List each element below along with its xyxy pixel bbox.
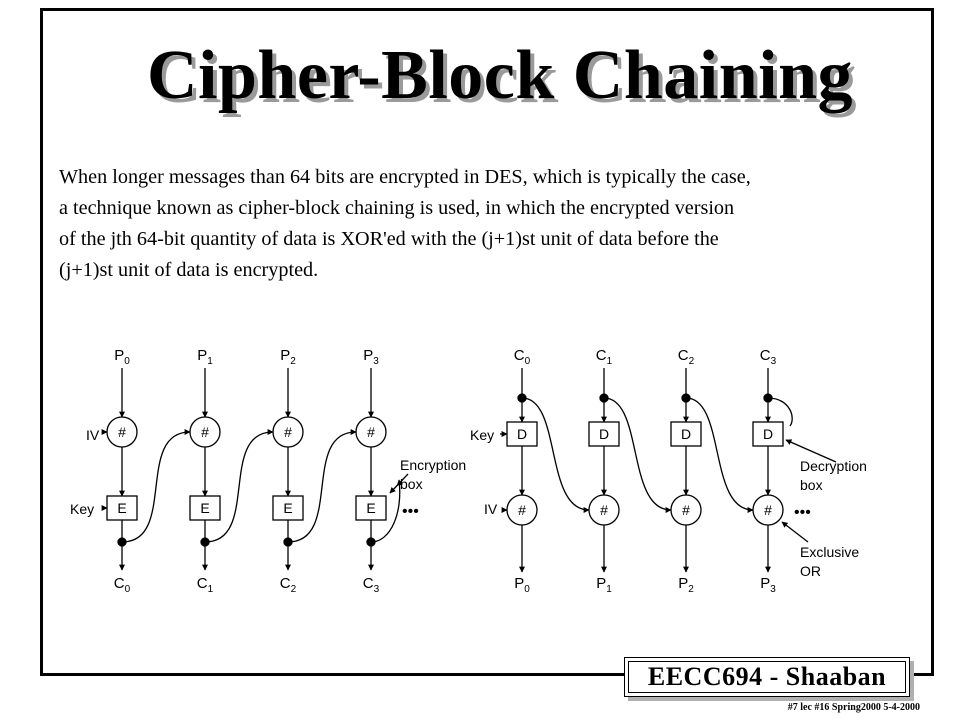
callout-line: Decryption (800, 458, 867, 474)
chaining-arrow (121, 429, 191, 543)
decryption-box (588, 421, 620, 447)
decryption-box-symbol: D (599, 426, 609, 442)
decryption-labels: Key IV Decryption box Exclusive OR ••• (470, 427, 871, 579)
xor-symbol: # (600, 502, 608, 518)
encryption-labels: IV Key Encryption box ••• (70, 427, 470, 520)
callout-line: Encryption (400, 457, 466, 473)
decryption-diagram: C0D # P0 C1D # P1 C2D # P2 C3D # P3 (500, 347, 837, 595)
encryption-box (189, 495, 221, 521)
ciphertext-output-label: C1 (197, 575, 214, 595)
decryption-box-symbol: D (517, 426, 527, 442)
callout-line: box (800, 477, 823, 493)
slide-title: Cipher-Block Chaining (146, 37, 854, 114)
decryption-callout-pointer (785, 439, 837, 463)
body-line: When longer messages than 64 bits are en… (59, 166, 751, 188)
plaintext-output-label: P0 (514, 575, 530, 595)
callout-line: Exclusive (800, 544, 859, 560)
ellipsis: ••• (794, 504, 811, 521)
decryption-box (670, 421, 702, 447)
ciphertext-output-label: C0 (114, 575, 131, 595)
chaining-arrow (521, 397, 590, 513)
plaintext-output-label: P3 (760, 575, 776, 595)
decryption-box-symbol: D (763, 426, 773, 442)
ciphertext-input-label: C2 (678, 347, 695, 367)
callout-line: box (400, 476, 423, 492)
chaining-arrow (370, 479, 403, 543)
ellipsis: ••• (402, 503, 419, 520)
xor-symbol: # (284, 424, 292, 440)
xor-symbol: # (367, 424, 375, 440)
decryption-box-symbol: D (681, 426, 691, 442)
ciphertext-input-label: C1 (596, 347, 613, 367)
plaintext-output-label: P1 (596, 575, 612, 595)
body-line: of the jth 64-bit quantity of data is XO… (59, 228, 719, 250)
xor-symbol: # (764, 502, 772, 518)
encryption-box-symbol: E (366, 500, 375, 516)
key-label: Key (70, 501, 94, 517)
plaintext-input-label: P2 (280, 347, 296, 367)
body-line: a technique known as cipher-block chaini… (59, 197, 735, 219)
xor-callout-pointer (781, 521, 809, 543)
callout-pointer (389, 473, 409, 494)
chaining-arrow (685, 397, 754, 513)
iv-label: IV (484, 501, 498, 517)
chaining-arrow (603, 397, 672, 513)
chaining-arrow (287, 429, 357, 543)
body-line: (j+1)st unit of data is encrypted. (59, 259, 319, 281)
xor-symbol: # (118, 424, 126, 440)
slide-frame (40, 8, 934, 676)
decryption-box (506, 421, 538, 447)
ciphertext-input-label: C3 (760, 347, 777, 367)
ciphertext-output-label: C3 (363, 575, 380, 595)
xor-symbol: # (201, 424, 209, 440)
ciphertext-output-label: C2 (280, 575, 297, 595)
key-label: Key (470, 427, 494, 443)
lecture-note: #7 lec #16 Spring2000 5-4-2000 (787, 702, 920, 713)
plaintext-input-label: P3 (363, 347, 379, 367)
body-paragraph: When longer messages than 64 bits are en… (59, 162, 929, 286)
plaintext-output-label: P2 (678, 575, 694, 595)
xor-symbol: # (518, 502, 526, 518)
chaining-arrow (204, 429, 274, 543)
encryption-box-symbol: E (200, 500, 209, 516)
encryption-box-callout: Encryption box (400, 457, 470, 492)
encryption-box-symbol: E (283, 500, 292, 516)
encryption-diagram: P0 # E C0 P1 # E C1 P2 # E C2 P3 # E C3 (101, 347, 409, 595)
chaining-arrow (767, 397, 793, 427)
course-footer-box: EECC694 - Shaaban (624, 657, 910, 697)
encryption-box (106, 495, 138, 521)
decryption-box-callout: Decryption box (800, 458, 871, 493)
xor-callout: Exclusive OR (800, 544, 863, 579)
plaintext-input-label: P1 (197, 347, 213, 367)
ciphertext-input-label: C0 (514, 347, 531, 367)
xor-symbol: # (682, 502, 690, 518)
callout-line: OR (800, 563, 821, 579)
course-footer-label: EECC694 - Shaaban (628, 661, 906, 693)
encryption-box-symbol: E (117, 500, 126, 516)
plaintext-input-label: P0 (114, 347, 130, 367)
iv-label: IV (86, 427, 100, 443)
